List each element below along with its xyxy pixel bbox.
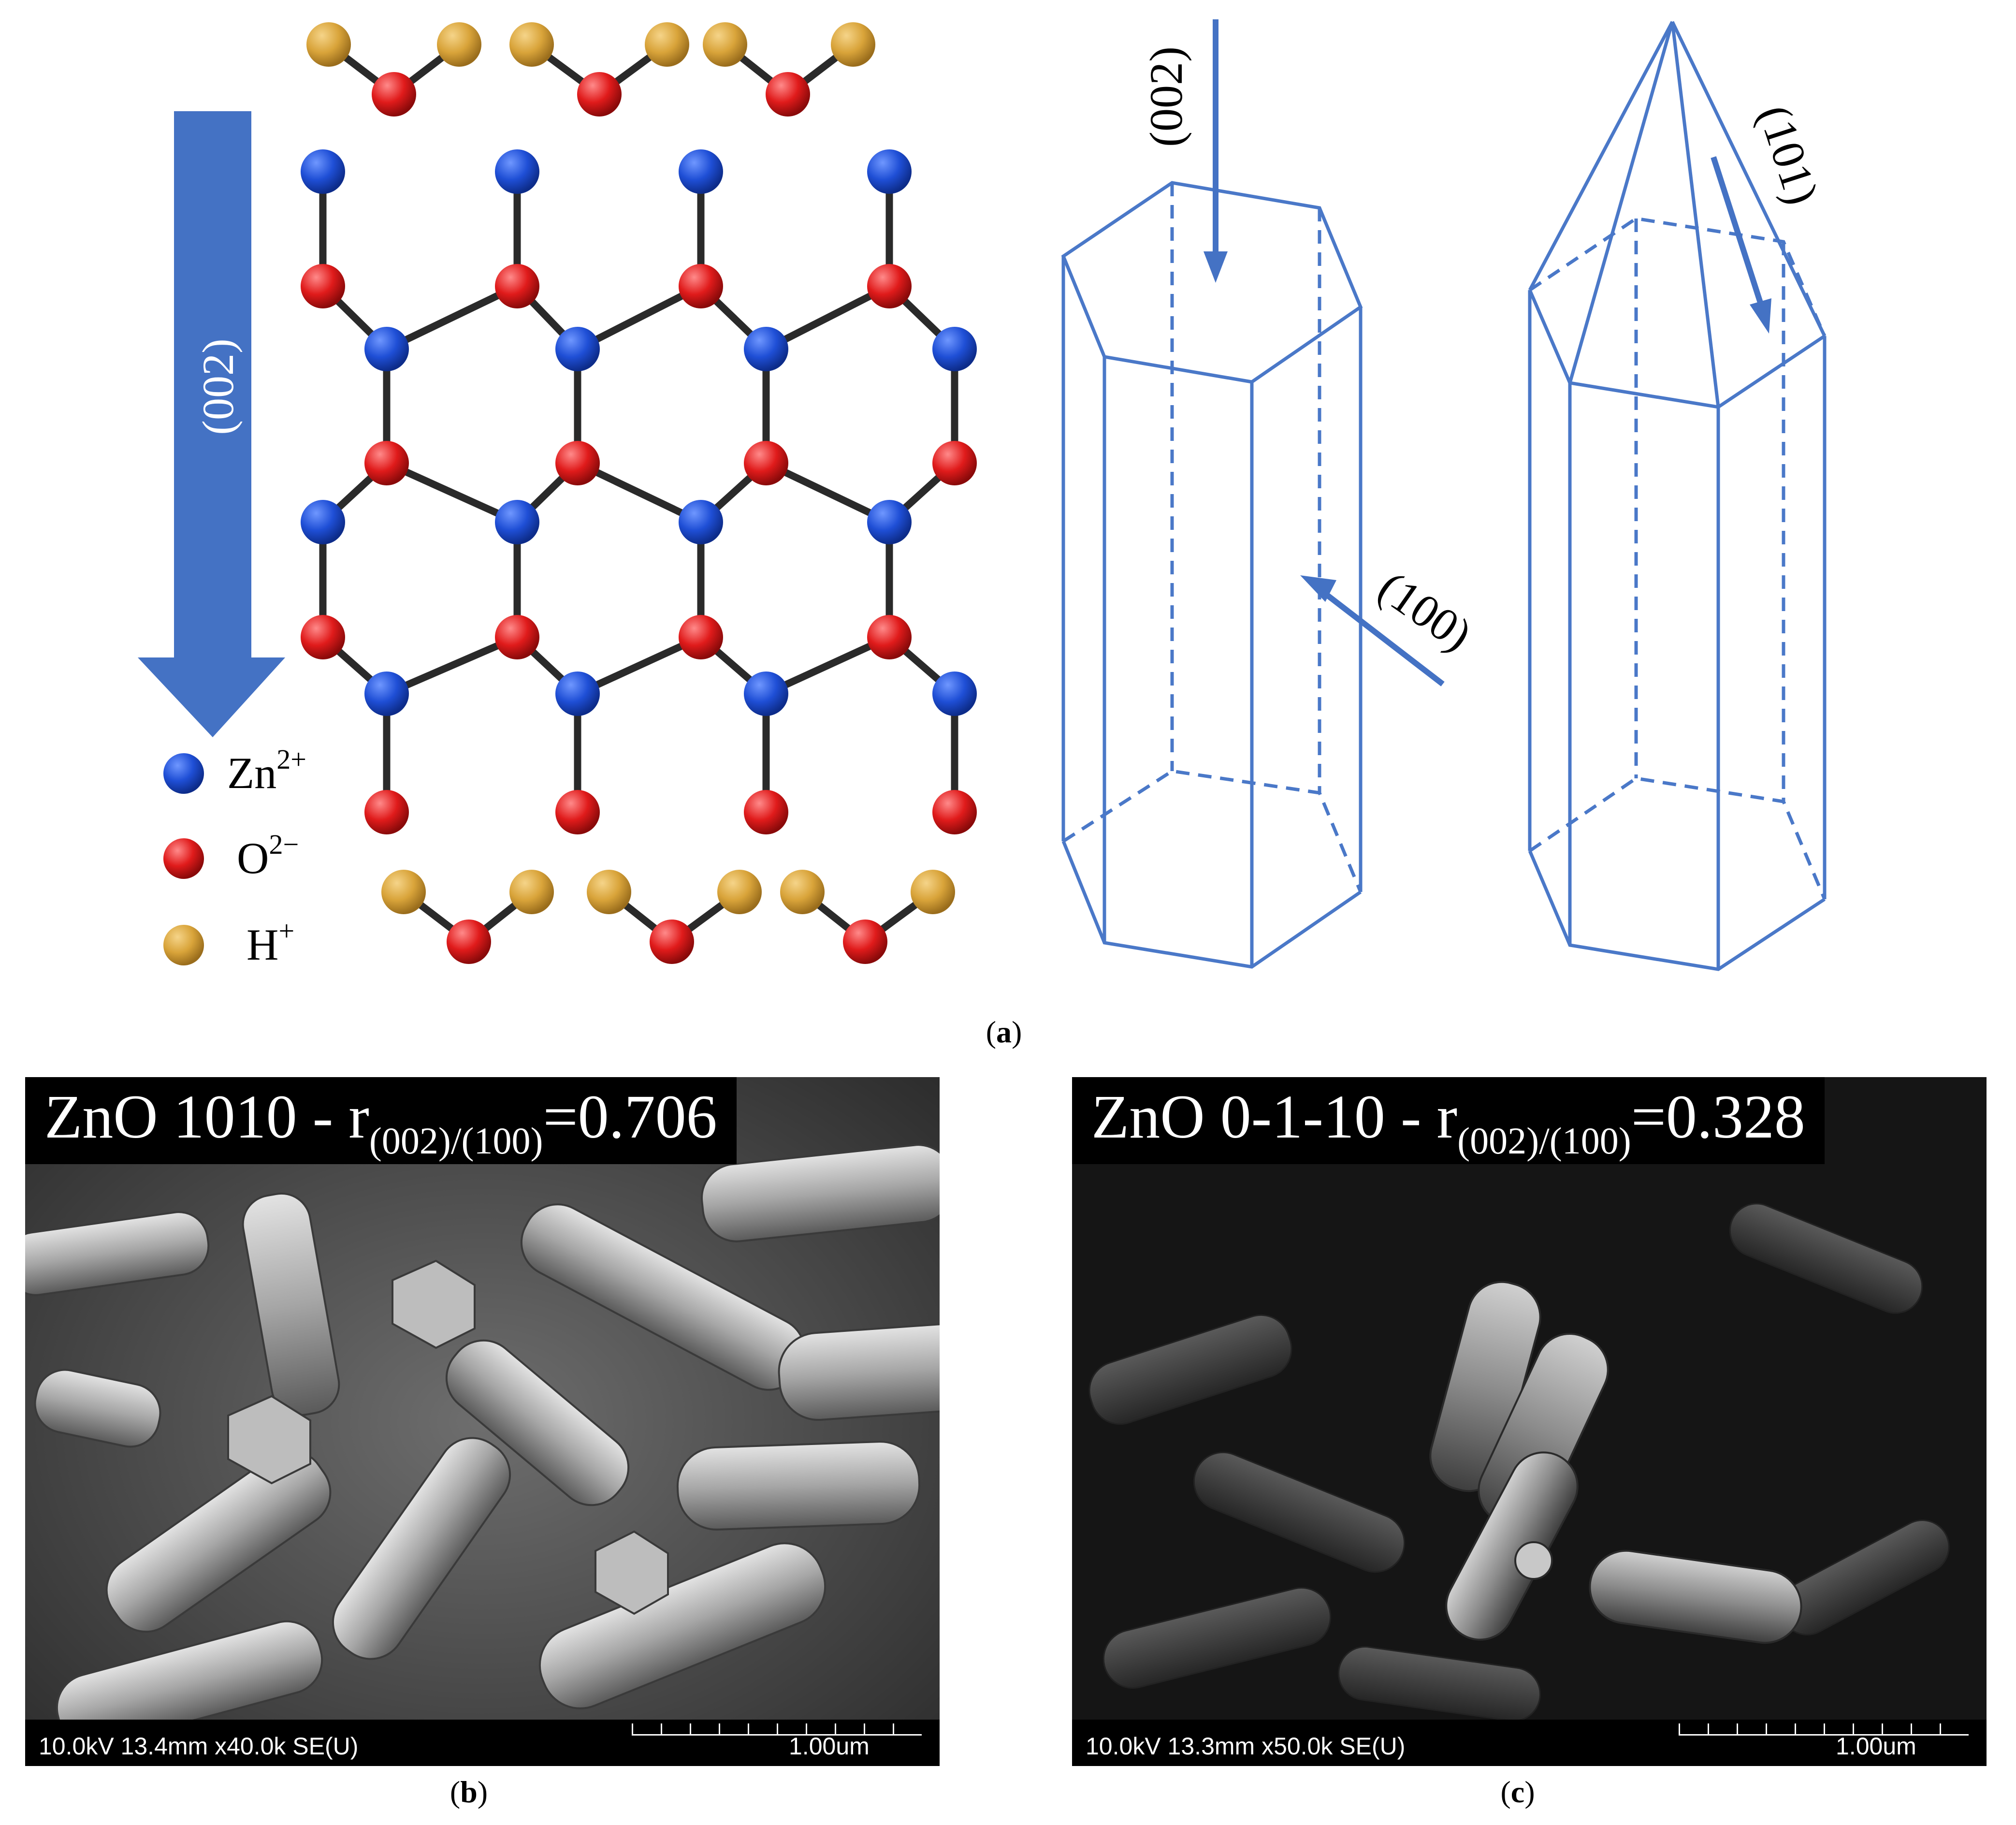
water-atoms-top <box>306 22 875 117</box>
legend-zn-symbol: Zn <box>227 748 276 798</box>
prism-top-label: (002) <box>1140 46 1192 147</box>
prism-side-label: (100) <box>1369 561 1481 661</box>
sem-image-c: ZnO 0-1-10 - r(002)/(100)=0.328 10.0kV 1… <box>1072 1077 1987 1766</box>
sem-info-bar-c: 10.0kV 13.3mm x50.0k SE(U) 1.00um <box>1072 1720 1987 1766</box>
pyramid-label: (101) <box>1749 99 1829 211</box>
growth-direction-label: (002) <box>193 338 243 435</box>
legend-zn-swatch <box>163 753 204 794</box>
svg-text:H+: H+ <box>247 915 294 969</box>
legend-h-swatch <box>163 925 204 965</box>
atom-legend: Zn2+ O2− H+ <box>163 744 306 969</box>
sem-scale-bar-b <box>632 1723 922 1736</box>
sem-title-b: ZnO 1010 - r(002)/(100)=0.706 <box>25 1077 737 1164</box>
sem-info-c: 10.0kV 13.3mm x50.0k SE(U) <box>1086 1733 1406 1760</box>
sem-image-b: ZnO 1010 - r(002)/(100)=0.706 10.0kV 13.… <box>25 1077 940 1766</box>
sem-scale-bar-c <box>1679 1723 1969 1736</box>
caption-c: (c) <box>1500 1775 1535 1809</box>
sem-scale-label-c: 1.00um <box>1836 1733 1916 1760</box>
growth-direction-arrow <box>138 111 285 737</box>
sem-title-c: ZnO 0-1-10 - r(002)/(100)=0.328 <box>1072 1077 1825 1164</box>
lattice-bonds <box>319 172 958 812</box>
caption-b: (b) <box>450 1775 488 1809</box>
sem-scale-label-b: 1.00um <box>789 1733 870 1760</box>
panel-a-figure: (002) <box>138 19 1829 971</box>
legend-o-symbol: O <box>237 833 269 883</box>
legend-zn-charge: 2+ <box>276 744 306 775</box>
svg-text:O2−: O2− <box>237 829 299 883</box>
pyramid-capped-prism <box>1528 21 1827 971</box>
svg-text:Zn2+: Zn2+ <box>227 744 306 798</box>
lattice-atoms <box>301 149 977 834</box>
hexagonal-prism <box>1061 181 1363 969</box>
sem-info-bar-b: 10.0kV 13.4mm x40.0k SE(U) 1.00um <box>25 1720 940 1766</box>
sem-rods-c <box>1072 1077 1987 1766</box>
legend-o-charge: 2− <box>269 829 299 860</box>
prism-arrows <box>1204 19 1445 686</box>
water-atoms-bottom <box>381 870 955 964</box>
caption-a: (a) <box>986 1015 1022 1049</box>
legend-h-symbol: H <box>247 920 278 969</box>
sem-info-b: 10.0kV 13.4mm x40.0k SE(U) <box>39 1733 359 1760</box>
legend-h-charge: + <box>278 915 294 947</box>
pyramid-arrow <box>1711 156 1771 334</box>
legend-o-swatch <box>163 838 204 879</box>
sem-rods-b <box>25 1077 940 1766</box>
